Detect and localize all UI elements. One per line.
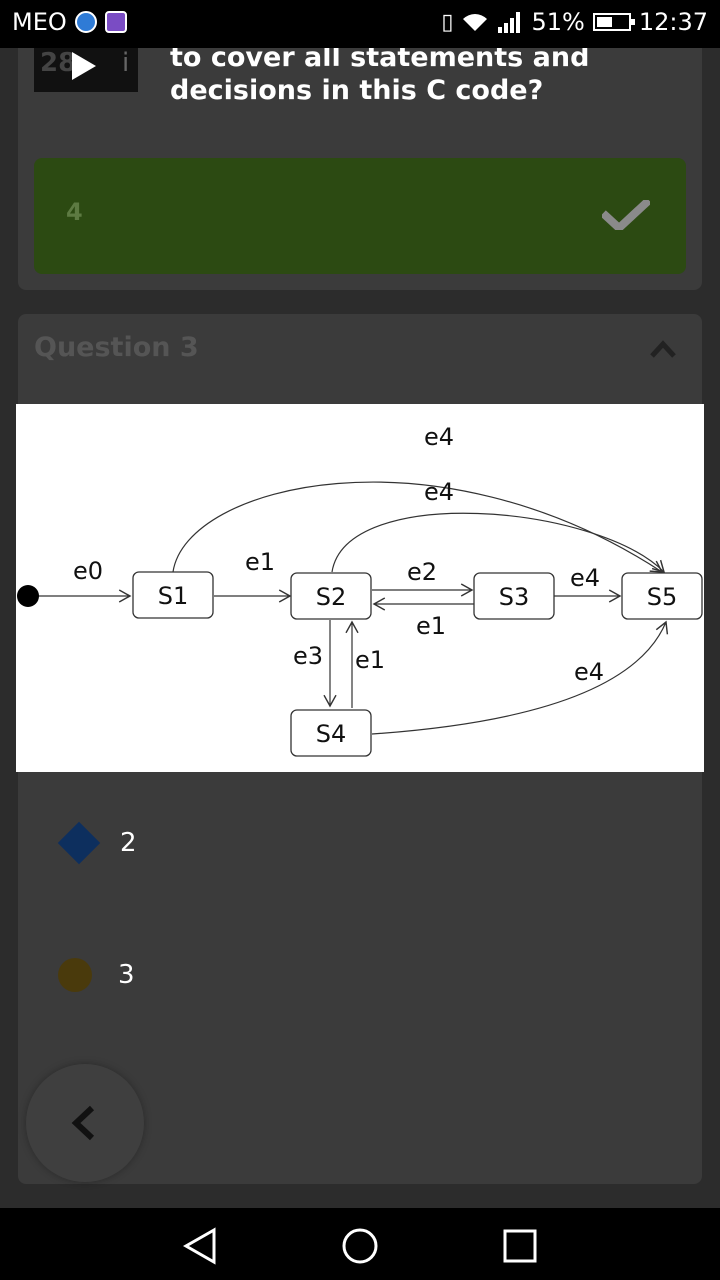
- edge-label: e1: [245, 548, 275, 576]
- edge-label: e1: [416, 612, 446, 640]
- edge-label: e3: [293, 642, 323, 670]
- battery-percent: 51%: [531, 8, 585, 36]
- triangle-back-icon[interactable]: [180, 1226, 220, 1266]
- state-diagram: S1 S2 S3 S4 S5 e0 e1 e1 e1 e2 e3 e4 e4 e…: [17, 423, 703, 757]
- state-label: S4: [316, 720, 347, 748]
- play-icon: [72, 52, 96, 80]
- previous-question-text-clip: How many test cases are needed to cover …: [170, 48, 690, 128]
- vibrate-icon: ▯: [441, 9, 454, 35]
- chevron-up-icon[interactable]: [650, 340, 676, 358]
- state-diagram-image: S1 S2 S3 S4 S5 e0 e1 e1 e1 e2 e3 e4 e4 e…: [16, 404, 704, 772]
- correct-answer-option[interactable]: 4: [34, 158, 686, 274]
- state-label: S5: [647, 583, 678, 611]
- gallery-notification-icon: [104, 11, 127, 33]
- answer-label: 3: [118, 960, 135, 990]
- battery-icon: [592, 13, 635, 31]
- carrier-label: MEO: [12, 8, 67, 36]
- answer-label: 2: [120, 828, 137, 858]
- signal-icon: [498, 12, 521, 33]
- state-label: S1: [158, 582, 189, 610]
- circle-icon: [58, 958, 92, 992]
- wifi-icon: [463, 14, 488, 31]
- check-icon: [602, 200, 650, 230]
- app-notification-icon: [74, 11, 97, 33]
- status-bar: MEO ▯ 51% 12:37: [0, 0, 720, 48]
- state-label: S2: [316, 583, 347, 611]
- answer-option[interactable]: 2: [57, 821, 137, 865]
- edge-label: e2: [407, 558, 437, 586]
- edge-label: e4: [424, 423, 454, 451]
- question-title: Question 3: [34, 332, 199, 363]
- video-thumbnail[interactable]: 28 i: [34, 40, 138, 92]
- edge-label: e4: [574, 658, 604, 686]
- diamond-icon: [57, 821, 101, 865]
- thumbnail-number: 28: [40, 48, 77, 78]
- state-label: S3: [499, 583, 530, 611]
- previous-question-text: How many test cases are needed to cover …: [170, 48, 590, 106]
- thumbnail-letter: i: [122, 48, 130, 78]
- circle-home-icon[interactable]: [340, 1226, 380, 1266]
- answer-option[interactable]: 3: [58, 958, 135, 992]
- chevron-left-icon: [71, 1105, 95, 1141]
- edge-label: e0: [73, 557, 103, 585]
- back-button[interactable]: [26, 1064, 144, 1182]
- edge-label: e1: [355, 646, 385, 674]
- correct-answer-value: 4: [66, 198, 83, 226]
- edge-label: e4: [424, 478, 454, 506]
- navigation-bar: [0, 1208, 720, 1280]
- edge-label: e4: [570, 564, 600, 592]
- clock: 12:37: [638, 8, 708, 36]
- square-recents-icon[interactable]: [500, 1226, 540, 1266]
